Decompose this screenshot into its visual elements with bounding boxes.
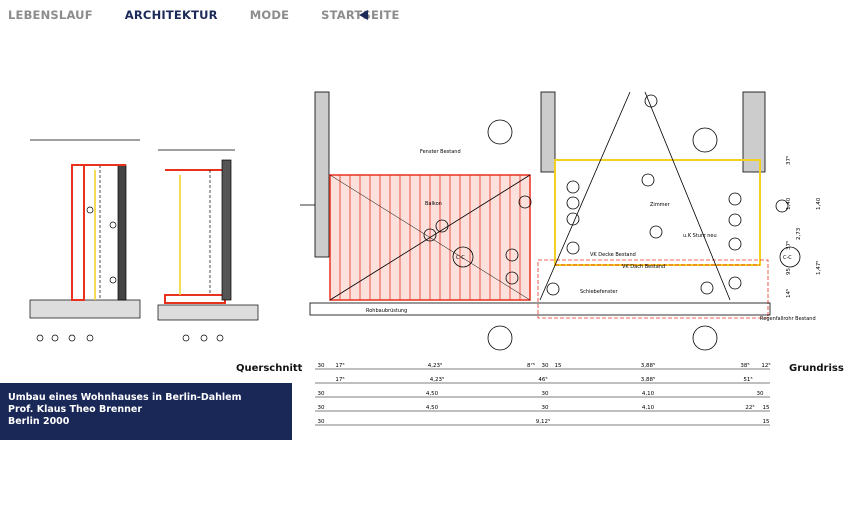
dim: 30: [542, 391, 549, 397]
dim: 38⁵: [740, 362, 749, 369]
dim: 30: [542, 405, 549, 411]
dim: 15: [763, 419, 770, 425]
dim: 4,50: [426, 405, 439, 411]
label-balkon: Balkon: [425, 201, 442, 207]
dim: 30: [318, 363, 325, 369]
caption-grundriss: Grundriss: [789, 363, 844, 374]
dim: 17⁵: [335, 376, 344, 383]
plan-labels: Fenster Bestand Balkon Zimmer Rohbaubrüs…: [366, 149, 816, 322]
dim: 1,40: [816, 197, 822, 210]
dim: 4,10: [642, 405, 655, 411]
dim: 3,88⁵: [641, 376, 655, 383]
dimension-lines: [315, 368, 770, 426]
dimension-labels: 30 17⁵ 4,23⁵ 8⁷⁵ 30 15 3,88⁵ 38⁵ 12⁵ 17⁵…: [318, 362, 771, 425]
project-architect: Prof. Klaus Theo Brenner: [8, 404, 143, 415]
dim: 1,47⁵: [815, 261, 822, 275]
vertical-dimensions: 37⁵ 1,40 37⁵ 95 14⁵ 2,73 1,40 1,47⁵: [785, 156, 822, 298]
dim: 2,73: [796, 227, 802, 240]
dim: 46⁵: [538, 376, 547, 383]
dim: 22⁵: [745, 404, 754, 411]
dim: 17⁵: [335, 362, 344, 369]
nav-mode[interactable]: MODE: [249, 8, 290, 22]
dim: 14⁵: [785, 289, 792, 298]
label-regen: Regenfallrohr Bestand: [760, 316, 816, 322]
dim: 1,40: [786, 197, 792, 210]
dim: 37⁵: [785, 241, 792, 250]
dim: 15: [555, 363, 562, 369]
dim: 4,23⁵: [430, 376, 444, 383]
label-rohbau: Rohbaubrüstung: [366, 308, 407, 314]
dim: 12⁵: [761, 362, 770, 369]
dim: 3,88⁵: [641, 362, 655, 369]
dim: 4,23⁵: [428, 362, 442, 369]
nav-lebenslauf[interactable]: LEBENSLAUF: [8, 8, 93, 22]
dim: 30: [318, 419, 325, 425]
label-uk: u.K Sturz neu: [683, 233, 717, 239]
project-info: Umbau eines Wohnhauses in Berlin-Dahlem …: [0, 383, 292, 440]
section-drawing-1: [29, 139, 141, 342]
dim: 9,12⁵: [536, 418, 550, 425]
floor-plan: [300, 91, 801, 351]
triangle-left-icon[interactable]: [359, 10, 368, 20]
label-schiebe: Schiebefenster: [580, 289, 618, 295]
dim: 4,50: [426, 391, 439, 397]
dim: 51⁵: [743, 376, 752, 383]
caption-querschnitt: Querschnitt: [236, 363, 303, 374]
dim: 37⁵: [785, 156, 792, 165]
project-title: Umbau eines Wohnhauses in Berlin-Dahlem: [8, 392, 242, 403]
project-location-year: Berlin 2000: [8, 416, 70, 427]
label-vkdach: VK Dach Bestand: [622, 264, 665, 270]
dim: 30: [318, 405, 325, 411]
dim: 30: [542, 363, 549, 369]
label-cc-left: C-C: [456, 255, 465, 261]
label-zimmer: Zimmer: [650, 202, 671, 208]
dim: 15: [763, 405, 770, 411]
label-cc-right: C-C: [783, 255, 792, 261]
section-drawing-2: [157, 149, 259, 342]
dim: 8⁷⁵: [527, 362, 535, 369]
dim: 4,10: [642, 391, 655, 397]
label-fenster: Fenster Bestand: [420, 149, 461, 155]
label-vkdecke: VK Decke Bestand: [590, 252, 636, 258]
balcony-hatching: [339, 175, 521, 300]
nav-architektur[interactable]: ARCHITEKTUR: [124, 8, 218, 22]
dim: 30: [318, 391, 325, 397]
dim: 30: [757, 391, 764, 397]
dim: 95: [786, 268, 792, 275]
